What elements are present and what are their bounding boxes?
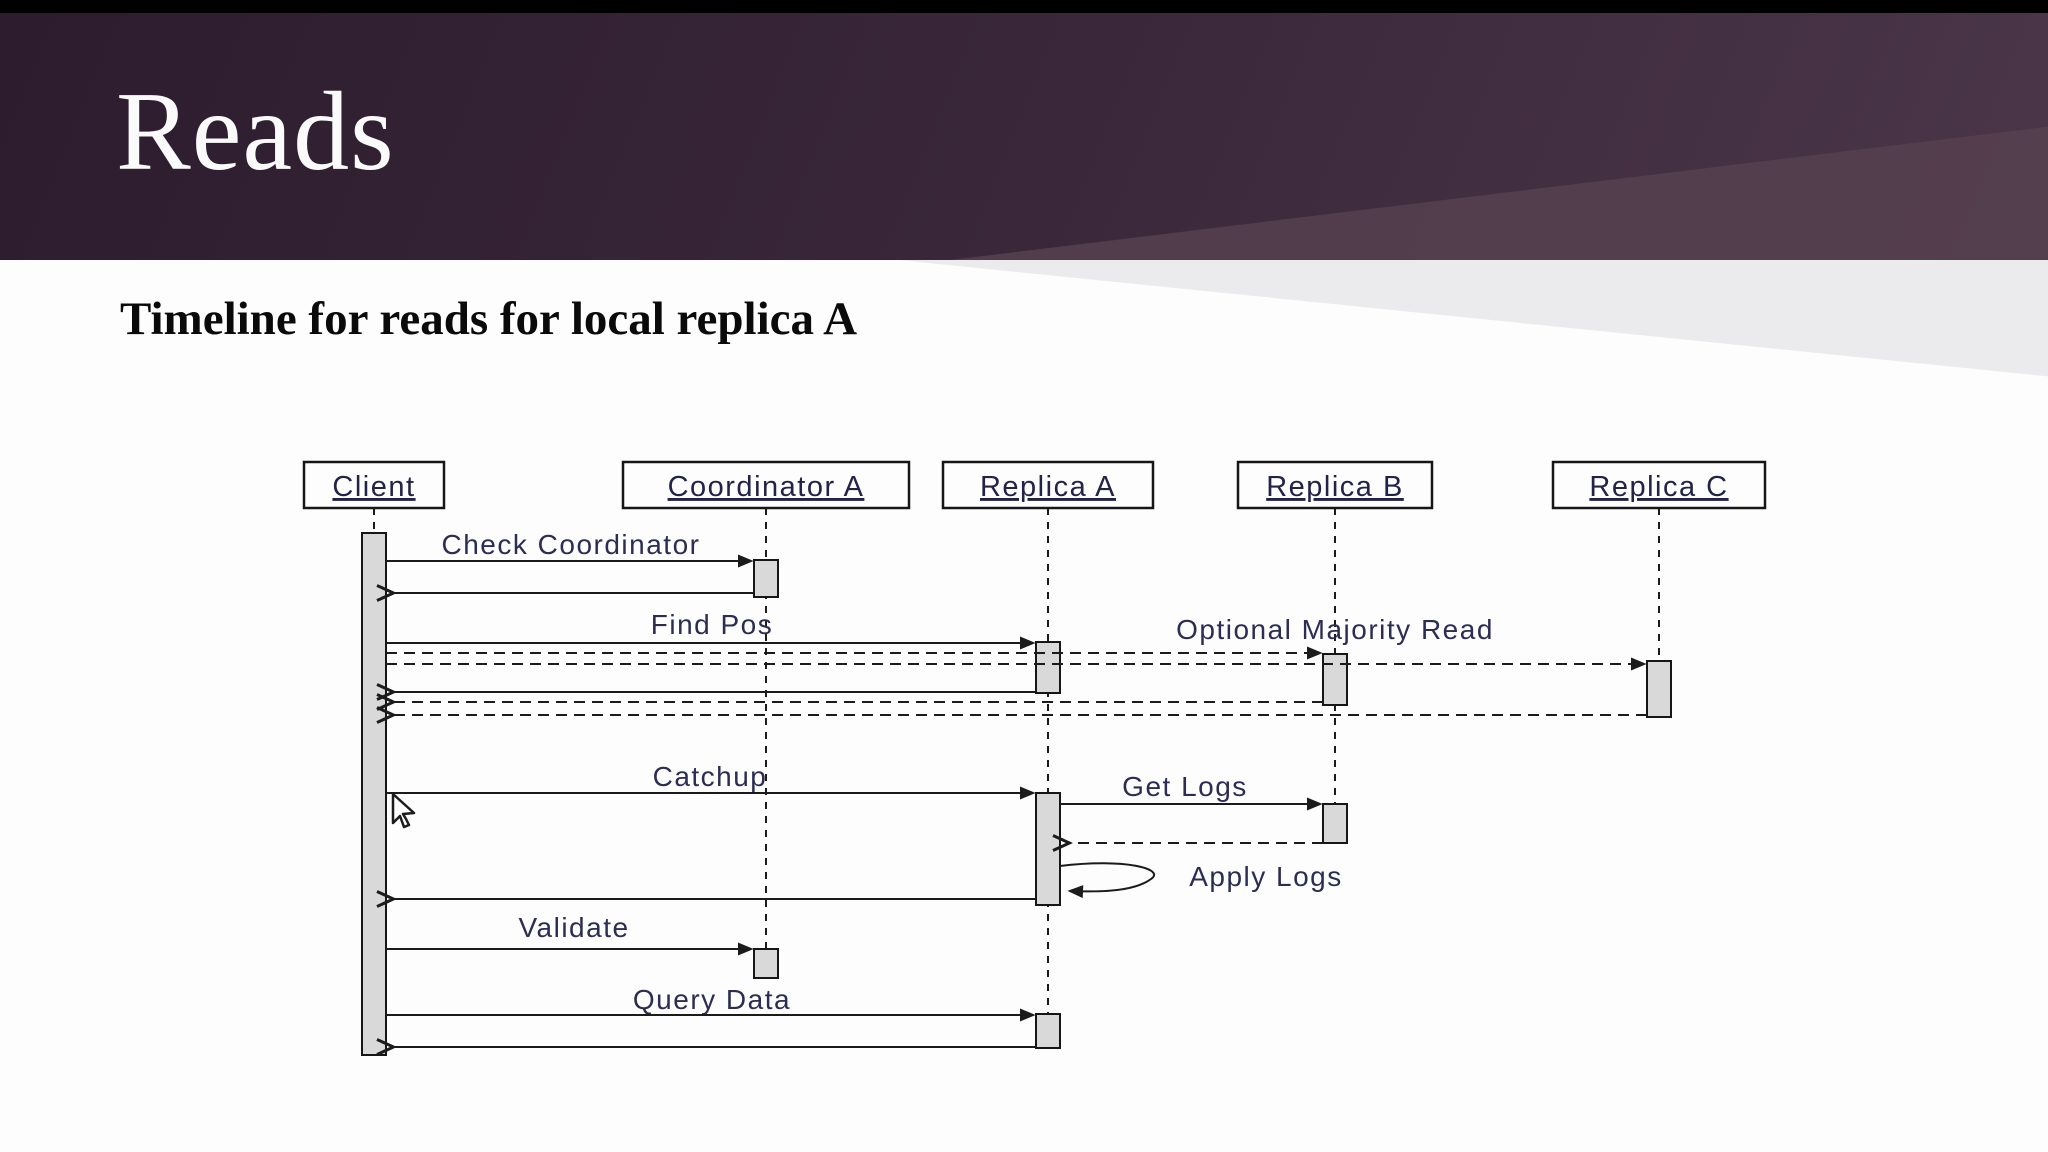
actor-label-replica-b: Replica B [1266,471,1404,503]
actor-box-client [302,460,446,510]
actor-label-replica-a: Replica A [980,471,1116,503]
slide-title: Reads [116,70,395,194]
message-label-optional-majority-read: Optional Majority Read [1176,614,1494,645]
top-black-bar [0,0,2048,13]
message-label-catchup: Catchup [653,761,768,792]
slide-subtitle: Timeline for reads for local replica A [120,293,858,345]
message-apply-logs-self-loop [1059,862,1155,899]
mouse-cursor-icon [391,792,416,829]
message-label-get-logs: Get Logs [1122,771,1248,802]
activation-replica-b-getlogs [1322,803,1348,844]
activation-coordinator-validate [753,948,779,979]
activation-replica-a-findpos [1035,641,1061,694]
actor-label-client: Client [332,471,415,503]
actor-box-coordinator-a [621,460,911,510]
activation-replica-c-read [1646,660,1672,718]
message-label-validate: Validate [518,912,629,943]
message-label-find-pos: Find Pos [651,609,774,640]
message-label-query-data: Query Data [633,984,791,1015]
actor-box-replica-b [1236,460,1434,510]
activation-replica-a-catchup [1035,792,1061,906]
actor-label-replica-c: Replica C [1589,471,1728,503]
activation-replica-b-read [1322,653,1348,706]
actor-box-replica-a [941,460,1155,510]
actor-label-coordinator-a: Coordinator A [668,471,865,503]
slide-header [0,13,2048,260]
message-label-check-coordinator: Check Coordinator [442,529,701,560]
activation-coordinator-check [753,559,779,598]
activation-replica-a-query [1035,1013,1061,1049]
message-label-apply-logs: Apply Logs [1189,861,1343,892]
actor-box-replica-c [1551,460,1767,510]
activation-client [361,532,387,1056]
